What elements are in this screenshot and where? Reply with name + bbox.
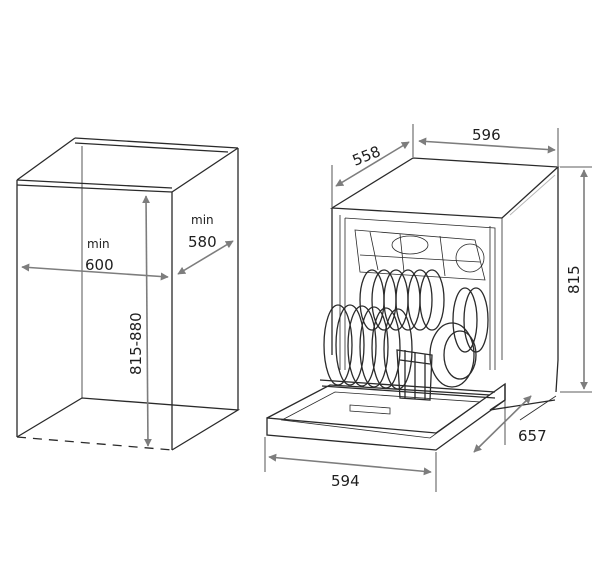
dish-rack-plates (319, 269, 496, 401)
dishwasher (266, 157, 560, 451)
cabinet-depth-dimension: min 580 (177, 213, 234, 275)
dishwasher-width-bottom-dimension: 594 (264, 437, 437, 492)
dishwasher-height-label: 815 (565, 265, 583, 294)
dishwasher-width-top-label: 596 (472, 126, 501, 144)
cabinet-height-label: 815-880 (127, 312, 145, 375)
dishwasher-depth-open-dimension: 657 (473, 395, 557, 453)
dishwasher-width-bottom-label: 594 (331, 472, 360, 490)
cabinet-width-label: 600 (85, 256, 114, 274)
cabinet-width-prefix: min (87, 237, 110, 251)
dishwasher-depth-open-label: 657 (518, 427, 547, 445)
dishwasher-height-dimension: 815 (560, 166, 592, 393)
cabinet-height-dimension: 815-880 (127, 195, 152, 447)
cabinet-depth-prefix: min (191, 213, 214, 227)
cabinet-depth-label: 580 (188, 233, 217, 251)
dishwasher-width-top-dimension: 596 (418, 126, 559, 166)
dishwasher-depth-top-label: 558 (350, 142, 383, 169)
cabinet-niche (16, 137, 241, 451)
